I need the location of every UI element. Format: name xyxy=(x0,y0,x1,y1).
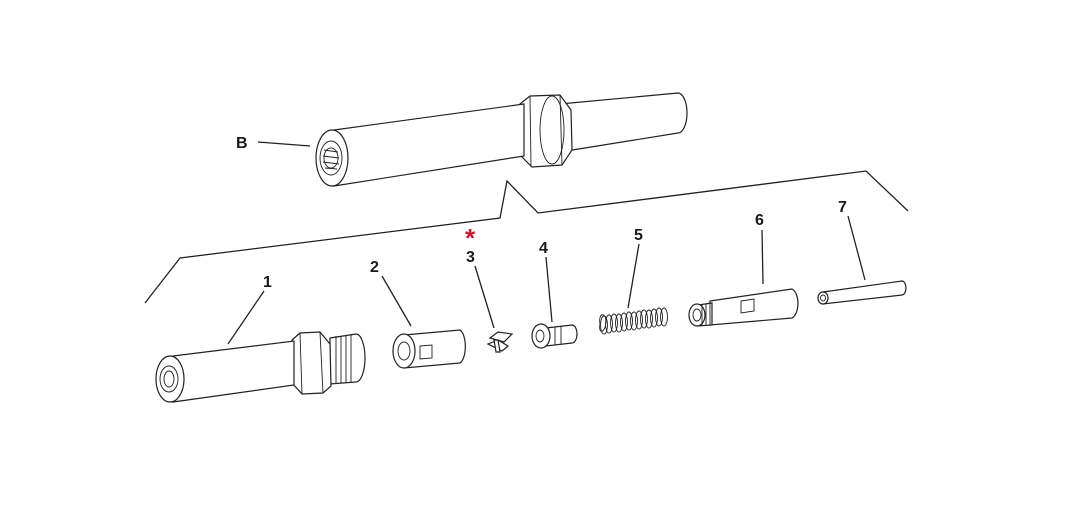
part-6-threaded-pin xyxy=(688,229,799,327)
label-part-4: 4 xyxy=(539,240,548,257)
part-3-clip xyxy=(474,265,514,353)
assembly-b xyxy=(257,92,688,187)
part-2-sleeve xyxy=(381,275,466,369)
explosion-bracket xyxy=(144,170,909,304)
part-1-body xyxy=(155,290,366,403)
label-part-3: 3 xyxy=(466,249,475,266)
part-5-spring xyxy=(599,243,668,335)
part-4-plunger xyxy=(531,256,578,349)
label-part-2: 2 xyxy=(370,259,379,276)
label-part-1: 1 xyxy=(263,274,272,291)
critical-part-marker: * xyxy=(465,223,476,253)
part-7-rod xyxy=(817,215,907,305)
label-part-6: 6 xyxy=(755,212,764,229)
label-part-7: 7 xyxy=(838,199,847,216)
label-part-5: 5 xyxy=(634,227,643,244)
label-assembly-b: B xyxy=(236,135,248,152)
